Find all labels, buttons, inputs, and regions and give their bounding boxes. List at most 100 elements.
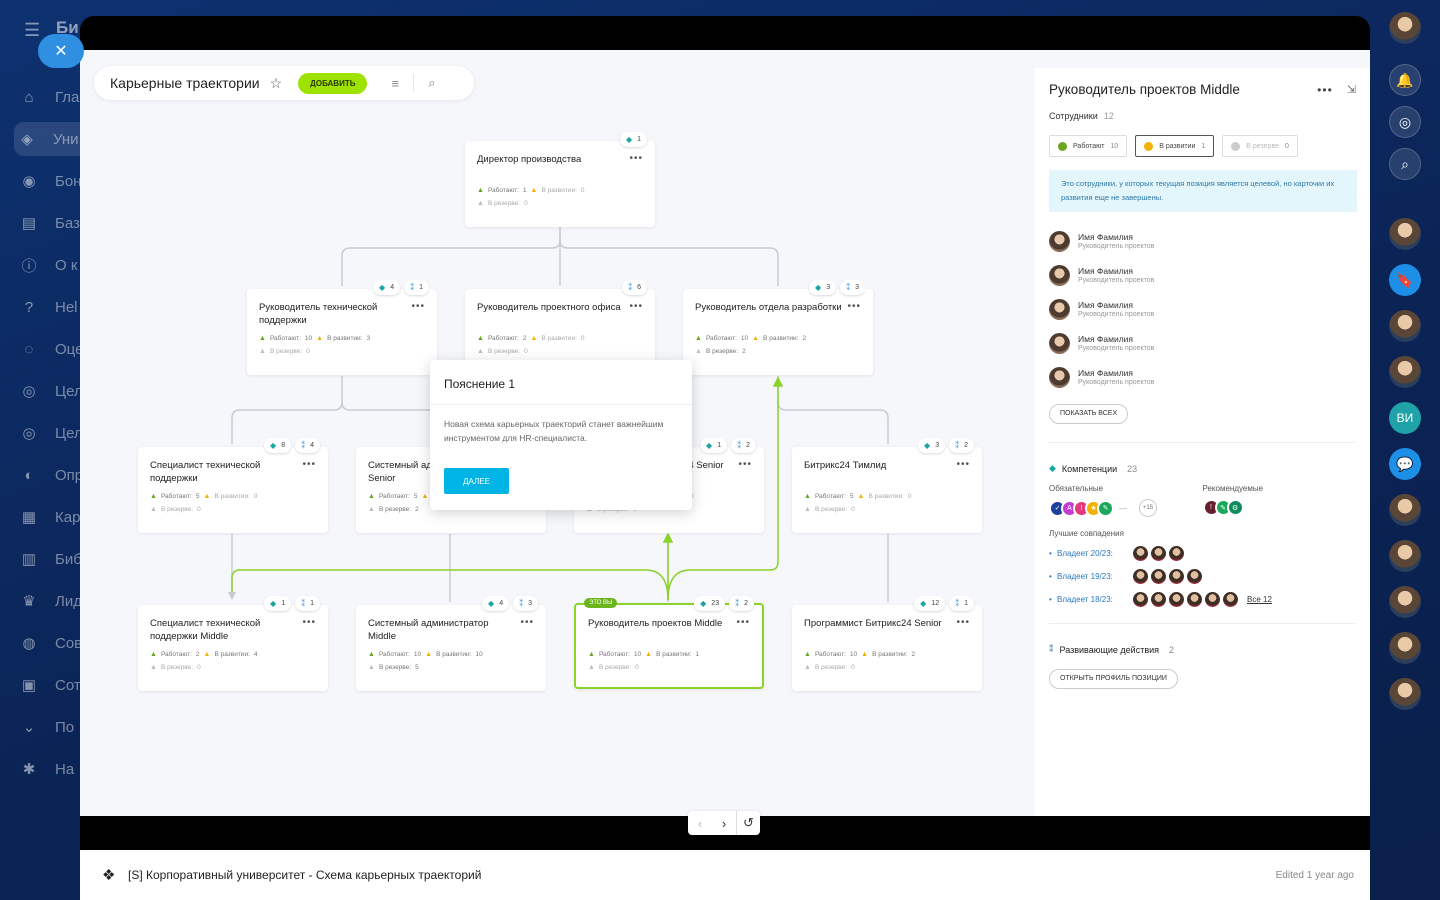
reserve-count: 0 bbox=[306, 348, 310, 355]
avatar[interactable] bbox=[1187, 592, 1202, 607]
user-avatar[interactable] bbox=[1389, 632, 1421, 664]
collapse-panel-icon[interactable]: ⇲ bbox=[1346, 84, 1356, 96]
message-icon[interactable]: 💬 bbox=[1389, 448, 1421, 480]
user-avatar[interactable] bbox=[1389, 540, 1421, 572]
card-menu-icon[interactable]: ••• bbox=[302, 459, 316, 470]
sidebar-item[interactable]: ▦Кар bbox=[16, 500, 216, 534]
working-icon: ▲ bbox=[259, 335, 266, 342]
card-menu-icon[interactable]: ••• bbox=[736, 617, 750, 628]
initials[interactable]: ВИ bbox=[1389, 402, 1421, 434]
add-button[interactable]: ДОБАВИТЬ bbox=[298, 72, 368, 94]
avatar[interactable] bbox=[1151, 592, 1166, 607]
avatar[interactable] bbox=[1205, 592, 1220, 607]
star-icon[interactable]: ☆ bbox=[269, 74, 283, 91]
user-avatar[interactable] bbox=[1389, 678, 1421, 710]
card-menu-icon[interactable]: ••• bbox=[302, 617, 316, 628]
arrow-head bbox=[662, 532, 674, 543]
card-menu-icon[interactable]: ••• bbox=[411, 301, 425, 312]
show-all-matches-link[interactable]: Все 12 bbox=[1247, 595, 1272, 604]
card-menu-icon[interactable]: ••• bbox=[847, 301, 861, 312]
avatar[interactable] bbox=[1133, 569, 1148, 584]
restart-icon[interactable]: ↺ bbox=[736, 811, 760, 835]
card-menu-icon[interactable]: ••• bbox=[520, 617, 534, 628]
sidebar-item[interactable]: ◎Цел bbox=[16, 416, 216, 450]
open-position-profile-button[interactable]: ОТКРЫТЬ ПРОФИЛЬ ПОЗИЦИИ bbox=[1049, 669, 1178, 689]
sidebar-item[interactable]: ◌Оце bbox=[16, 332, 216, 366]
match-level-link[interactable]: Владеет 18/23: bbox=[1049, 595, 1133, 604]
avatar[interactable] bbox=[1187, 569, 1202, 584]
sidebar-item[interactable]: ◐Опр bbox=[16, 458, 216, 492]
next-arrow-icon[interactable]: › bbox=[721, 815, 727, 831]
match-level-link[interactable]: Владеет 19/23: bbox=[1049, 572, 1133, 581]
card-menu-icon[interactable]: ••• bbox=[738, 459, 752, 470]
avatar[interactable] bbox=[1151, 569, 1166, 584]
chat-search-icon[interactable]: ⌕ bbox=[1389, 148, 1421, 180]
user-avatar[interactable] bbox=[1389, 494, 1421, 526]
sidebar-item[interactable]: ◉Бон bbox=[16, 164, 216, 198]
sidebar-item[interactable]: ♛Лид bbox=[16, 584, 216, 618]
user-avatar[interactable] bbox=[1389, 218, 1421, 250]
user-avatar[interactable] bbox=[1389, 586, 1421, 618]
sidebar-item[interactable]: ?Hel bbox=[16, 290, 216, 324]
user-avatar[interactable] bbox=[1389, 356, 1421, 388]
user-avatar[interactable] bbox=[1389, 310, 1421, 342]
show-all-button[interactable]: ПОКАЗАТЬ ВСЕХ bbox=[1049, 404, 1129, 424]
list-menu-icon[interactable]: ≡ bbox=[391, 75, 400, 91]
target-icon[interactable]: ◎ bbox=[1389, 106, 1421, 138]
match-level-link[interactable]: Владеет 20/23: bbox=[1049, 549, 1133, 558]
sidebar-item[interactable]: ▤Баз bbox=[16, 206, 216, 240]
employee-name: Имя Фамилия bbox=[1078, 232, 1134, 242]
avatar[interactable] bbox=[1169, 546, 1184, 561]
avatar[interactable] bbox=[1133, 592, 1148, 607]
sidebar-item[interactable]: ⌂Гла bbox=[16, 80, 216, 114]
prev-arrow-icon[interactable]: ‹ bbox=[697, 815, 703, 831]
bookmark-icon[interactable]: 🔖 bbox=[1389, 264, 1421, 296]
card-menu-icon[interactable]: ••• bbox=[629, 301, 643, 312]
sidebar-item[interactable]: ◎Цел bbox=[16, 374, 216, 408]
sidebar-item[interactable]: ✱На bbox=[16, 752, 216, 786]
popup-next-button[interactable]: ДАЛЕЕ bbox=[444, 468, 509, 494]
search-icon[interactable]: ⌕ bbox=[428, 75, 436, 90]
burger-menu-icon[interactable]: ☰ bbox=[24, 20, 41, 40]
sidebar-item[interactable]: ⌄По bbox=[16, 710, 216, 744]
sidebar-item[interactable]: ◍Сов bbox=[16, 626, 216, 660]
sidebar-item[interactable]: ▣Сот bbox=[16, 668, 216, 702]
mandatory-competencies[interactable]: ✓ A ! ★ ✎ — +15 bbox=[1049, 499, 1203, 517]
avatar[interactable] bbox=[1169, 592, 1184, 607]
close-slider-button[interactable]: ✕ bbox=[38, 34, 84, 68]
bell-icon[interactable]: 🔔 bbox=[1389, 64, 1421, 96]
recommended-competencies[interactable]: ! ✎ ⚙ bbox=[1202, 499, 1357, 516]
avatar[interactable] bbox=[1169, 569, 1184, 584]
match-row: Владеет 20/23: bbox=[1049, 546, 1356, 561]
avatar[interactable] bbox=[1223, 592, 1238, 607]
card-menu-icon[interactable]: ••• bbox=[956, 617, 970, 628]
card-menu-icon[interactable]: ••• bbox=[956, 459, 970, 470]
card-menu-icon[interactable]: ••• bbox=[629, 153, 643, 164]
avatar[interactable] bbox=[1133, 546, 1148, 561]
more-competencies[interactable]: +15 bbox=[1139, 499, 1157, 517]
badge-count: 3 bbox=[855, 284, 859, 291]
working-icon: ▲ bbox=[804, 493, 811, 500]
sidebar-item[interactable]: ▥Биб bbox=[16, 542, 216, 576]
user-avatar[interactable] bbox=[1389, 12, 1421, 44]
avatar[interactable] bbox=[1151, 546, 1166, 561]
more-menu-icon[interactable]: ••• bbox=[1317, 82, 1333, 97]
